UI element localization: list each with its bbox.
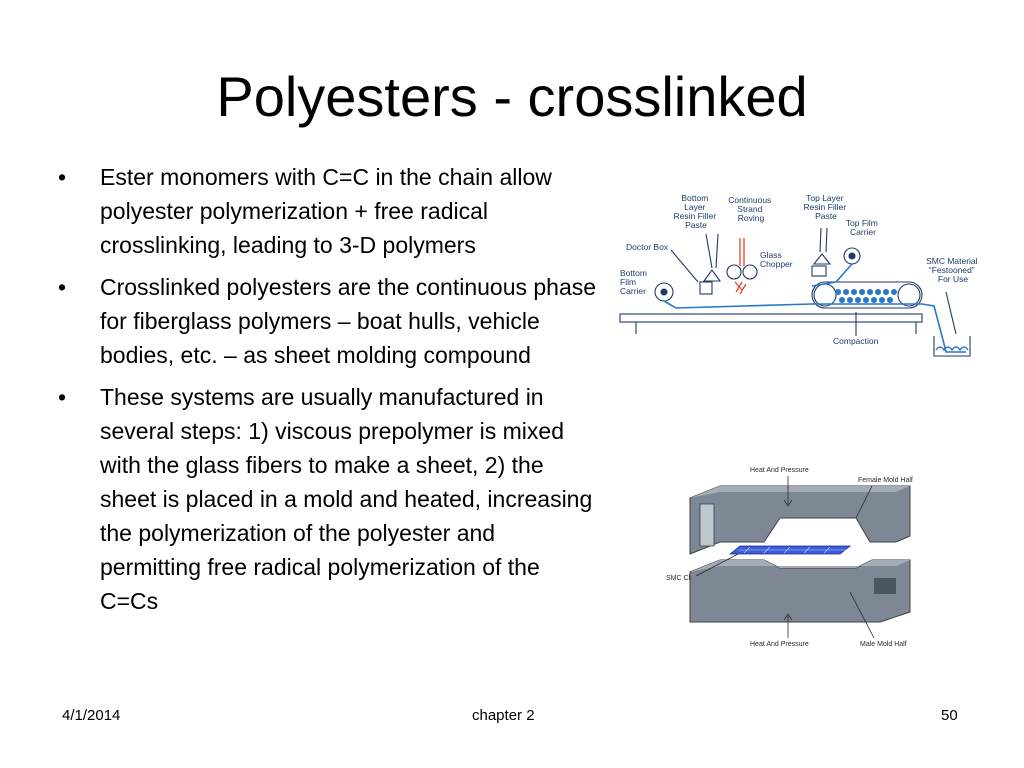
label-bottom-film: Bottom Film Carrier bbox=[620, 268, 649, 296]
female-mold-half bbox=[689, 485, 911, 555]
footer-date: 4/1/2014 bbox=[62, 707, 121, 724]
compaction-roller-array bbox=[835, 289, 897, 303]
label-bottom-layer: Bottom Layer Resin Filler Paste bbox=[674, 193, 719, 230]
footer-chapter: chapter 2 bbox=[472, 707, 535, 724]
label-top-film: Top Film Carrier bbox=[846, 218, 881, 237]
guide-pin bbox=[699, 503, 715, 547]
label-doctor-box: Doctor Box bbox=[626, 242, 669, 252]
female-mold-top-face bbox=[690, 486, 910, 498]
label-smc-charge: SMC Charge bbox=[666, 575, 707, 582]
bullet-item: • Ester monomers with C=C in the chain a… bbox=[58, 160, 598, 262]
label-glass-chopper: Glass Chopper bbox=[760, 250, 793, 269]
bullet-text: These systems are usually manufactured i… bbox=[100, 384, 593, 614]
bullet-dot: • bbox=[58, 164, 67, 190]
chopped-glass-fibers bbox=[734, 238, 747, 295]
bullet-item: • Crosslinked polyesters are the continu… bbox=[58, 270, 598, 372]
male-mold-slot bbox=[874, 578, 896, 594]
smc-process-diagram: Bottom Layer Resin Filler Paste Continuo… bbox=[619, 193, 980, 357]
top-film-path bbox=[811, 263, 853, 287]
male-mold-top-face bbox=[690, 560, 910, 572]
label-compaction: Compaction bbox=[833, 336, 879, 346]
film-path bbox=[663, 300, 966, 353]
label-top-layer: Top Layer Resin Filler Paste bbox=[804, 193, 849, 221]
label-heat-pressure-bottom: Heat And Pressure bbox=[750, 641, 809, 648]
process-line-art bbox=[619, 227, 971, 357]
footer-page-number: 50 bbox=[941, 707, 958, 724]
festooned-smc bbox=[935, 346, 969, 352]
slide-title: Polyesters - crosslinked bbox=[216, 65, 808, 128]
bullet-text: Ester monomers with C=C in the chain all… bbox=[100, 164, 552, 258]
compression-mold-diagram: Heat And Pressure Female Mold Half SMC C… bbox=[666, 467, 913, 648]
bullet-item: • These systems are usually manufactured… bbox=[58, 380, 598, 618]
label-female-mold: Female Mold Half bbox=[858, 477, 913, 484]
label-heat-pressure-top: Heat And Pressure bbox=[750, 467, 809, 474]
label-continuous-strand: Continuous Strand Roving bbox=[728, 195, 773, 223]
bullet-dot: • bbox=[58, 384, 67, 410]
bullet-text: Crosslinked polyesters are the continuou… bbox=[100, 274, 597, 368]
label-smc-material: SMC Material “Festooned” For Use bbox=[926, 256, 980, 284]
bullet-dot: • bbox=[58, 274, 67, 300]
bullet-list: • Ester monomers with C=C in the chain a… bbox=[58, 160, 598, 626]
label-male-mold: Male Mold Half bbox=[860, 641, 907, 648]
